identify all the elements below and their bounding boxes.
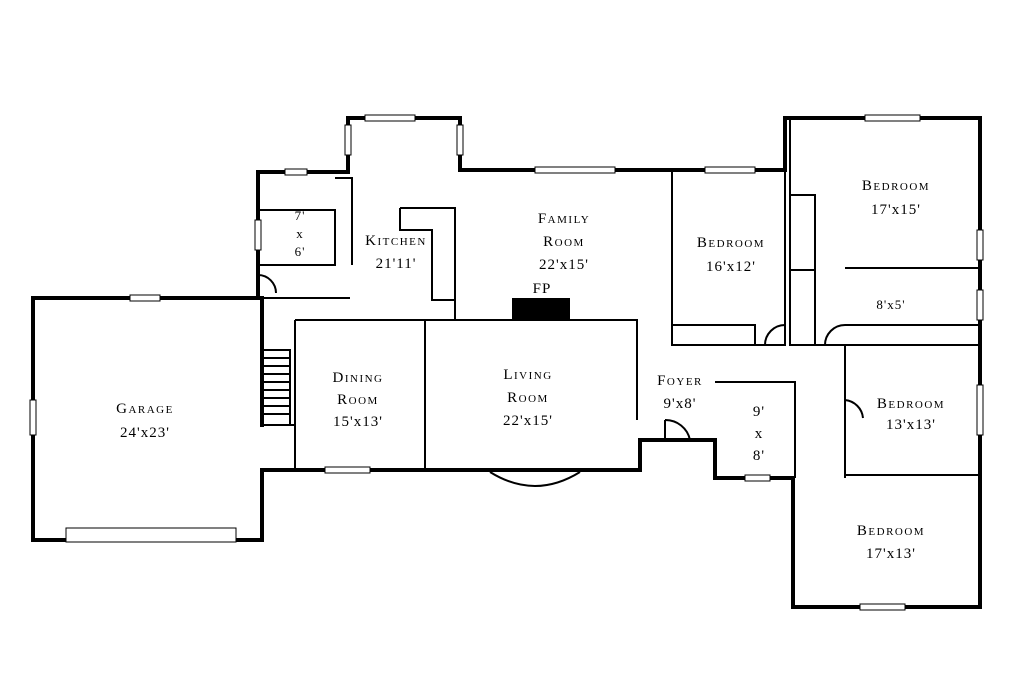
living-size: 22'x15' bbox=[503, 413, 553, 429]
kitchen-bath-dim-a: 7' bbox=[295, 208, 306, 223]
windows bbox=[29, 114, 984, 611]
dining-name-2: Room bbox=[337, 392, 379, 408]
kitchen-bath-dim-b: 6' bbox=[295, 244, 306, 259]
garage-size: 24'x23' bbox=[120, 425, 170, 441]
hall-bath-dim-b: 8' bbox=[753, 448, 765, 464]
family-name-2: Room bbox=[543, 234, 585, 250]
master-bath-size: 8'x5' bbox=[876, 297, 905, 312]
kitchen-bath-dim-x: x bbox=[296, 226, 304, 241]
bedroom2-size: 17'x15' bbox=[871, 202, 921, 218]
hall-bath-dim-a: 9' bbox=[753, 404, 765, 420]
family-name: Family bbox=[538, 211, 590, 227]
doors bbox=[257, 274, 864, 441]
fireplace bbox=[512, 298, 570, 320]
hall-bath-dim-x: x bbox=[755, 426, 764, 442]
bedroom1-name: Bedroom bbox=[697, 235, 765, 251]
family-size: 22'x15' bbox=[539, 257, 589, 273]
stairs bbox=[261, 349, 291, 426]
bedroom1-size: 16'x12' bbox=[706, 259, 756, 275]
garage-name: Garage bbox=[116, 401, 174, 417]
foyer-name: Foyer bbox=[657, 373, 703, 389]
bedroom3-size: 13'x13' bbox=[886, 417, 936, 433]
interior-walls bbox=[258, 118, 980, 478]
living-name-2: Room bbox=[507, 390, 549, 406]
bedroom4-name: Bedroom bbox=[857, 523, 925, 539]
bedroom4-size: 17'x13' bbox=[866, 546, 916, 562]
foyer-size: 9'x8' bbox=[664, 396, 697, 412]
kitchen-name: Kitchen bbox=[365, 233, 427, 249]
label-garage: Garage 24'x23' bbox=[116, 401, 174, 441]
living-name: Living bbox=[503, 367, 552, 383]
bedroom2-name: Bedroom bbox=[862, 178, 930, 194]
dining-size: 15'x13' bbox=[333, 414, 383, 430]
kitchen-size: 21'11' bbox=[376, 256, 417, 272]
fireplace-label: FP bbox=[533, 281, 552, 297]
bedroom3-name: Bedroom bbox=[877, 396, 945, 412]
dining-name: Dining bbox=[333, 370, 384, 386]
